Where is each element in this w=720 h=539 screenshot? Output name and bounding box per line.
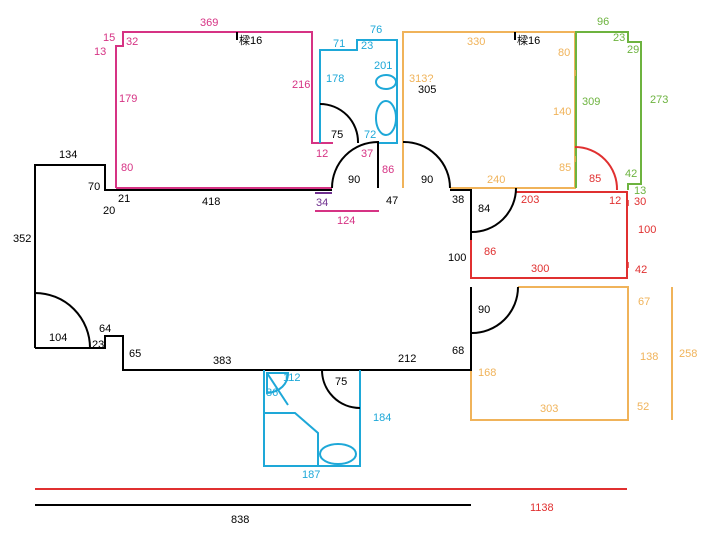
dim-label: 100 bbox=[448, 252, 466, 264]
overall-width-label: 838 bbox=[231, 514, 249, 526]
dim-label: 138 bbox=[640, 351, 658, 363]
orange-room-bottom-outline bbox=[470, 286, 629, 421]
dim-label: 34 bbox=[316, 197, 328, 209]
dim-label: 86 bbox=[266, 387, 278, 399]
dim-label: 369 bbox=[200, 17, 218, 29]
door-label: 90 bbox=[421, 174, 433, 186]
dim-label: 85 bbox=[559, 162, 571, 174]
beam-label: 樑16 bbox=[239, 34, 262, 47]
dim-label: 32 bbox=[126, 36, 138, 48]
dim-label: 383 bbox=[213, 355, 231, 367]
dim-label: 184 bbox=[373, 412, 391, 424]
door-swing-104 bbox=[34, 292, 91, 349]
dim-label: 70 bbox=[88, 181, 100, 193]
dim-label: 71 bbox=[333, 38, 345, 50]
dim-label: 178 bbox=[326, 73, 344, 85]
dim-label: 64 bbox=[99, 323, 111, 335]
dim-label: 29 bbox=[627, 44, 639, 56]
dim-label: 273 bbox=[650, 94, 668, 106]
cyan-bathroom-bottom-outline bbox=[263, 370, 361, 467]
door-label: 75 bbox=[335, 376, 347, 388]
dim-label: 187 bbox=[302, 469, 320, 481]
dim-label: 13 bbox=[634, 185, 646, 197]
living-area-outline bbox=[34, 164, 472, 371]
dim-label: 65 bbox=[129, 348, 141, 360]
dim-label: 96 bbox=[597, 16, 609, 28]
dim-label: 38 bbox=[452, 194, 464, 206]
dim-label: 203 bbox=[521, 194, 539, 206]
dim-label: 68 bbox=[452, 345, 464, 357]
door-swing-85-red bbox=[574, 146, 619, 191]
bathtub-top-icon bbox=[375, 74, 397, 90]
dim-label: 76 bbox=[370, 24, 382, 36]
beam-label: 樑16 bbox=[517, 34, 540, 47]
dim-label: 67 bbox=[638, 296, 650, 308]
orange-room-outline bbox=[402, 31, 576, 189]
door-swing-75-bottom bbox=[321, 369, 361, 409]
dim-label: 216 bbox=[292, 79, 310, 91]
dim-label: 80 bbox=[121, 162, 133, 174]
dim-label: 240 bbox=[487, 174, 505, 186]
dim-label: 309 bbox=[582, 96, 600, 108]
dim-label: 168 bbox=[478, 367, 496, 379]
door-label: 104 bbox=[49, 332, 67, 344]
dim-label: 47 bbox=[386, 195, 398, 207]
dim-label: 42 bbox=[635, 264, 647, 276]
dim-label: 303 bbox=[540, 403, 558, 415]
dim-label: 201 bbox=[374, 60, 392, 72]
dim-label: 12 bbox=[316, 148, 328, 160]
dim-label: 112 bbox=[283, 372, 301, 384]
dim-label: 30 bbox=[634, 196, 646, 208]
toilet-bottom-icon bbox=[319, 443, 357, 465]
dim-label: 42 bbox=[625, 168, 637, 180]
dim-label: 179 bbox=[119, 93, 137, 105]
cyan-bathroom-top-outline bbox=[319, 39, 398, 144]
dim-label: 305 bbox=[418, 84, 436, 96]
dim-label: 258 bbox=[679, 348, 697, 360]
door-label: 90 bbox=[348, 174, 360, 186]
dim-label: 23 bbox=[92, 339, 104, 351]
dim-label: 12 bbox=[609, 195, 621, 207]
dim-label: 352 bbox=[13, 233, 31, 245]
dim-label: 418 bbox=[202, 196, 220, 208]
dim-label: 85 bbox=[589, 173, 601, 185]
overall-width-label: 1138 bbox=[530, 502, 554, 514]
door-swing-90-a bbox=[331, 140, 379, 189]
dim-label: 313? bbox=[409, 73, 433, 85]
dim-label: 86 bbox=[382, 164, 394, 176]
dim-label: 15 bbox=[103, 32, 115, 44]
dim-label: 300 bbox=[531, 263, 549, 275]
door-swing-90-c bbox=[470, 286, 519, 335]
door-label: 90 bbox=[478, 304, 490, 316]
dim-label: 140 bbox=[553, 106, 571, 118]
door-swing-75-top bbox=[319, 103, 360, 144]
dim-label: 20 bbox=[103, 205, 115, 217]
green-room-outline bbox=[575, 31, 642, 190]
dim-label: 86 bbox=[484, 246, 496, 258]
dim-label: 100 bbox=[638, 224, 656, 236]
dim-label: 80 bbox=[558, 47, 570, 59]
door-swing-84 bbox=[470, 187, 517, 234]
shower-partition bbox=[264, 412, 319, 466]
dim-label: 21 bbox=[118, 193, 130, 205]
sink-bottom-icon bbox=[266, 372, 290, 406]
dim-label: 23 bbox=[361, 40, 373, 52]
door-label: 75 bbox=[331, 129, 343, 141]
dim-label: 330 bbox=[467, 36, 485, 48]
dim-label: 124 bbox=[337, 215, 355, 227]
dim-label: 52 bbox=[637, 401, 649, 413]
dim-label: 13 bbox=[94, 46, 106, 58]
dim-label: 37 bbox=[361, 148, 373, 160]
door-label: 84 bbox=[478, 203, 490, 215]
red-room-outline bbox=[470, 191, 628, 279]
dim-label: 212 bbox=[398, 353, 416, 365]
dim-label: 72 bbox=[364, 129, 376, 141]
door-swing-90-b bbox=[402, 140, 451, 189]
toilet-top-icon bbox=[375, 100, 397, 136]
dim-label: 134 bbox=[59, 149, 77, 161]
dim-label: 23 bbox=[613, 32, 625, 44]
